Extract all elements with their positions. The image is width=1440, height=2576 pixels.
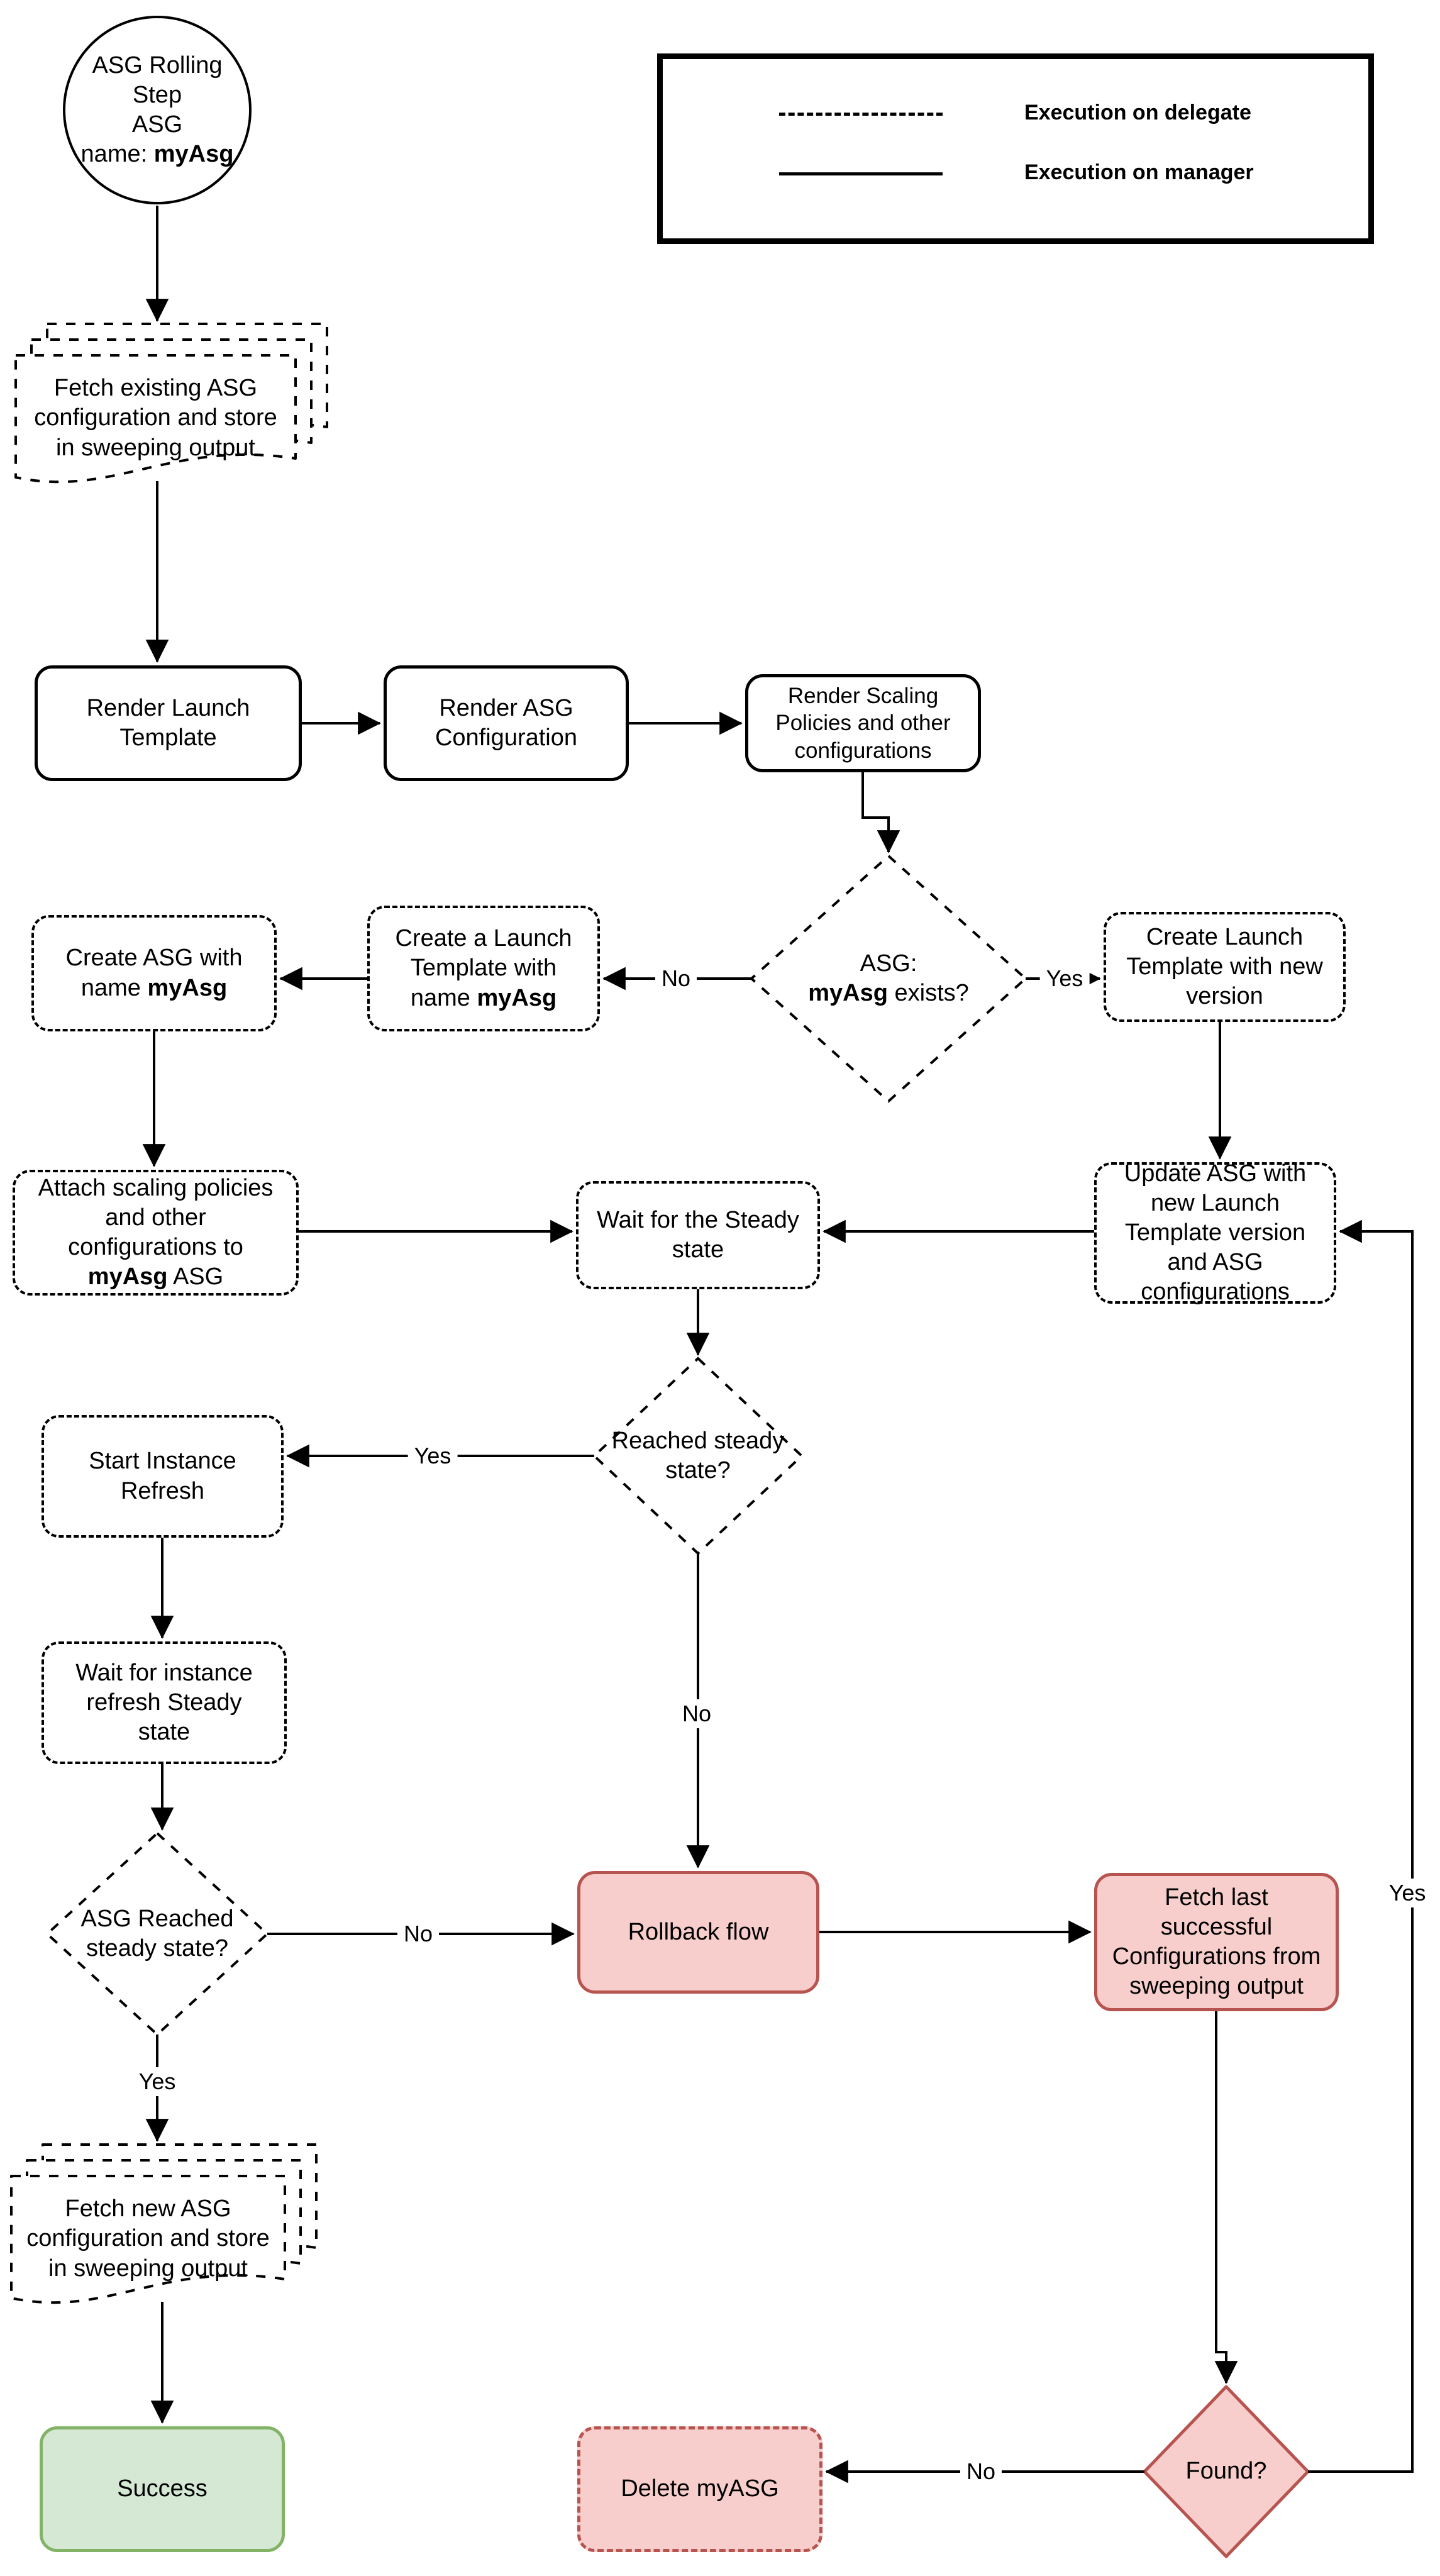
start-line3: name: myAsg <box>80 141 234 168</box>
edge-label-found-yes: Yes <box>1382 1879 1432 1907</box>
node-start-instance-refresh: Start Instance Refresh <box>42 1415 284 1538</box>
edge-label-exists-no: No <box>655 964 697 993</box>
start-line2: ASG <box>131 111 183 138</box>
edge-found-yes-loop <box>1308 1219 1414 2473</box>
node-start-circle: ASG Rolling Step ASG name: myAsg <box>63 16 252 204</box>
node-rollback-flow: Rollback flow <box>577 1871 819 1994</box>
edge-label-exists-yes: Yes <box>1039 964 1090 993</box>
node-reached-steady-state: Reached steady state? <box>611 1427 785 1484</box>
node-fetch-last-successful: Fetch last successful Configurations fro… <box>1094 1873 1339 2011</box>
legend-solid-line-sample <box>779 172 943 175</box>
multidoc-fetch-existing <box>14 323 328 484</box>
node-render-scaling-policies: Render Scaling Policies and other config… <box>745 674 981 772</box>
node-attach-scaling-policies: Attach scaling policies and other config… <box>13 1170 299 1296</box>
edge-render-scaling-to-exists <box>861 772 900 853</box>
node-render-launch-template: Render Launch Template <box>35 665 302 781</box>
node-asg-reached-steady-state: ASG Reached steady state? <box>80 1905 234 1962</box>
node-create-launch-template-new-version: Create Launch Template with new version <box>1104 912 1346 1022</box>
node-asg-exists: ASG: myAsg exists? <box>808 950 969 1006</box>
node-fetch-new-asg: Fetch new ASG configuration and store in… <box>26 2196 270 2282</box>
node-wait-instance-refresh: Wait for instance refresh Steady state <box>42 1641 287 1764</box>
multidoc-fetch-new <box>10 2143 318 2304</box>
start-line1: ASG Rolling Step <box>92 52 223 108</box>
edge-label-reached-no: No <box>675 1699 718 1728</box>
legend-delegate-label: Execution on delegate <box>1024 100 1251 125</box>
diamond-asg-reached-steady-state <box>45 1831 269 2036</box>
edge-label-asg-reached-yes: Yes <box>132 2067 182 2096</box>
node-fetch-existing: Fetch existing ASG configuration and sto… <box>34 375 277 461</box>
legend-manager-label: Execution on manager <box>1024 160 1254 184</box>
edge-label-found-no: No <box>960 2457 1002 2486</box>
node-found: Found? <box>1185 2458 1267 2485</box>
node-wait-steady-state: Wait for the Steady state <box>576 1181 820 1289</box>
legend-dashed-line-sample <box>779 113 943 116</box>
node-render-asg-configuration: Render ASG Configuration <box>384 665 629 781</box>
legend: Execution on delegate Execution on manag… <box>657 53 1374 244</box>
edge-fetch-last-to-found <box>1214 2011 1238 2384</box>
node-update-asg: Update ASG with new Launch Template vers… <box>1094 1160 1336 1305</box>
node-create-launch-template-named: Create a Launch Template with name myAsg <box>367 906 600 1031</box>
node-success: Success <box>40 2426 285 2552</box>
node-create-asg: Create ASG with name myAsg <box>31 915 277 1031</box>
edge-label-reached-yes: Yes <box>407 1441 458 1470</box>
edge-label-asg-reached-no: No <box>397 1919 440 1948</box>
diamond-asg-exists <box>750 854 1027 1103</box>
diamond-found <box>1143 2385 1310 2558</box>
node-delete-myasg: Delete myASG <box>577 2426 822 2552</box>
